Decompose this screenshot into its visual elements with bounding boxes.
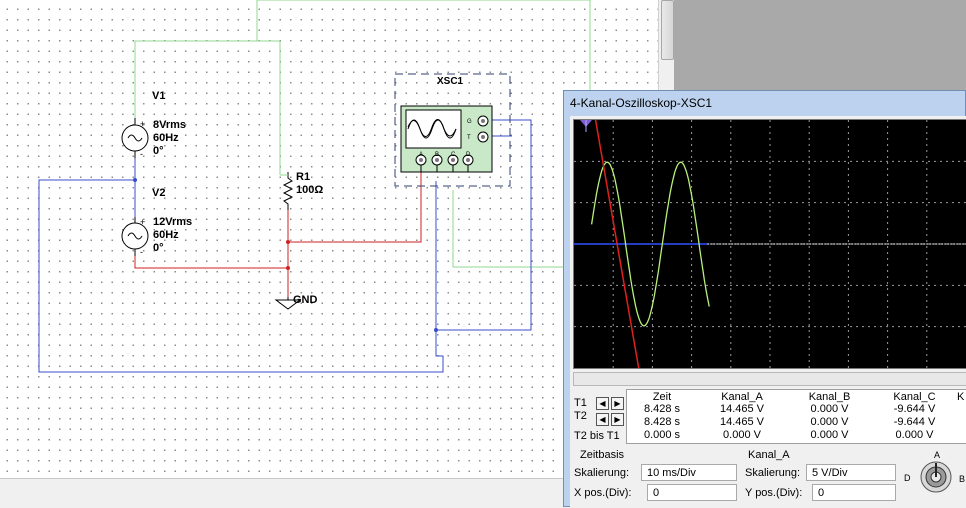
v2-phase-label: 0° <box>153 242 164 254</box>
screen-scrollbar[interactable] <box>573 372 966 386</box>
t1-left-arrow-icon[interactable]: ◀ <box>596 397 609 410</box>
v2-source-symbol <box>121 217 149 256</box>
schematic-canvas[interactable] <box>0 0 674 478</box>
diff-zeit: 0.000 s <box>643 429 681 441</box>
workspace-background <box>674 0 966 100</box>
row-label-t2: T2 <box>574 410 587 422</box>
zeitbasis-heading: Zeitbasis <box>580 449 625 461</box>
diff-kanal-b: 0.000 V <box>810 429 849 441</box>
t1-kanal-a: 14.465 V <box>719 403 765 415</box>
v1-freq-label: 60Hz <box>153 132 179 144</box>
col-header-kanal-a: Kanal_A <box>721 391 763 403</box>
t2-zeit: 8.428 s <box>643 416 681 428</box>
scope-instrument-symbol <box>400 105 493 173</box>
settings-panel: Zeitbasis Skalierung: 10 ms/Div X pos.(D… <box>570 449 966 508</box>
v1-name-label: V1 <box>152 90 166 102</box>
svg-text:+: + <box>140 217 145 227</box>
row-label-t1: T1 <box>574 397 587 409</box>
schematic-wiring: + - + - <box>38 0 591 373</box>
row-label-t2-t1: T2 bis T1 <box>574 430 620 442</box>
v1-source-symbol <box>121 118 149 158</box>
channel-a-trace <box>590 161 710 327</box>
t1-right-arrow-icon[interactable]: ▶ <box>611 397 624 410</box>
r1-resistor-symbol <box>282 172 294 210</box>
vertical-scrollbar-thumb[interactable] <box>661 0 674 60</box>
oscilloscope-window-title: 4-Kanal-Oszilloskop-XSC1 <box>570 96 713 110</box>
v2-value-label: 12Vrms <box>153 216 193 228</box>
gnd-label: GND <box>293 294 318 306</box>
zeitbasis-xpos-field[interactable]: 0 <box>647 484 737 501</box>
t1-kanal-b: 0.000 V <box>810 403 849 415</box>
col-header-kanal-c: Kanal_C <box>893 391 936 403</box>
scope-a-label: A <box>419 152 424 158</box>
col-header-kanal-d: K <box>957 391 965 403</box>
t2-kanal-c: -9.644 V <box>893 416 936 428</box>
channel-selector-knob-icon[interactable] <box>918 459 954 495</box>
measurement-table: Zeit Kanal_A Kanal_B Kanal_C K 8.428 s 1… <box>626 389 966 444</box>
oscilloscope-display <box>574 119 966 369</box>
measurement-panel: T1 T2 T2 bis T1 ◀ ▶ ◀ ▶ Zeit Kanal_A Kan… <box>570 389 966 447</box>
svg-text:-: - <box>140 149 143 159</box>
t2-left-arrow-icon[interactable]: ◀ <box>596 413 609 426</box>
r1-value-label: 100Ω <box>296 184 324 196</box>
zeitbasis-xpos-label: X pos.(Div): <box>574 487 632 499</box>
knob-label-a: A <box>934 450 941 460</box>
scope-name-label: XSC1 <box>437 76 464 87</box>
t2-kanal-a: 14.465 V <box>719 416 765 428</box>
zeitbasis-skalierung-field[interactable]: 10 ms/Div <box>641 464 737 481</box>
zeitbasis-skalierung-label: Skalierung: <box>574 467 630 479</box>
r1-name-label: R1 <box>296 171 311 183</box>
horizontal-scrollbar[interactable] <box>0 478 674 508</box>
kanal-skalierung-label: Skalierung: <box>745 467 801 479</box>
oscilloscope-window[interactable]: 4-Kanal-Oszilloskop-XSC1 T1 T2 T2 bis T1… <box>563 90 966 508</box>
kanal-skalierung-field[interactable]: 5 V/Div <box>806 464 896 481</box>
t2-kanal-b: 0.000 V <box>810 416 849 428</box>
diff-kanal-c: 0.000 V <box>895 429 934 441</box>
kanal-heading: Kanal_A <box>748 449 790 461</box>
diff-kanal-a: 0.000 V <box>723 429 761 441</box>
v1-value-label: 8Vrms <box>153 119 187 131</box>
scope-b-label: B <box>435 152 440 158</box>
scope-d-label: D <box>466 152 471 158</box>
col-header-zeit: Zeit <box>652 391 672 403</box>
scope-selection-border <box>394 73 511 187</box>
col-header-kanal-b: Kanal_B <box>808 391 851 403</box>
knob-label-b: B <box>959 474 966 484</box>
v1-phase-label: 0° <box>153 145 164 157</box>
scope-g-label: G <box>467 119 472 125</box>
v2-name-label: V2 <box>152 187 166 199</box>
kanal-ypos-label: Y pos.(Div): <box>745 487 803 499</box>
ground-symbol <box>274 297 302 310</box>
t2-right-arrow-icon[interactable]: ▶ <box>611 413 624 426</box>
t1-zeit: 8.428 s <box>643 403 681 415</box>
kanal-ypos-field[interactable]: 0 <box>812 484 896 501</box>
oscilloscope-screen[interactable] <box>573 119 966 369</box>
svg-text:-: - <box>140 247 143 257</box>
scope-t-label: T <box>467 135 471 141</box>
v2-freq-label: 60Hz <box>153 229 179 241</box>
channel-c-trace <box>594 119 640 369</box>
oscilloscope-body: T1 T2 T2 bis T1 ◀ ▶ ◀ ▶ Zeit Kanal_A Kan… <box>570 116 966 508</box>
scope-c-label: C <box>451 152 456 158</box>
svg-text:+: + <box>140 119 145 129</box>
knob-label-d: D <box>904 473 911 483</box>
t1-kanal-c: -9.644 V <box>893 403 936 415</box>
